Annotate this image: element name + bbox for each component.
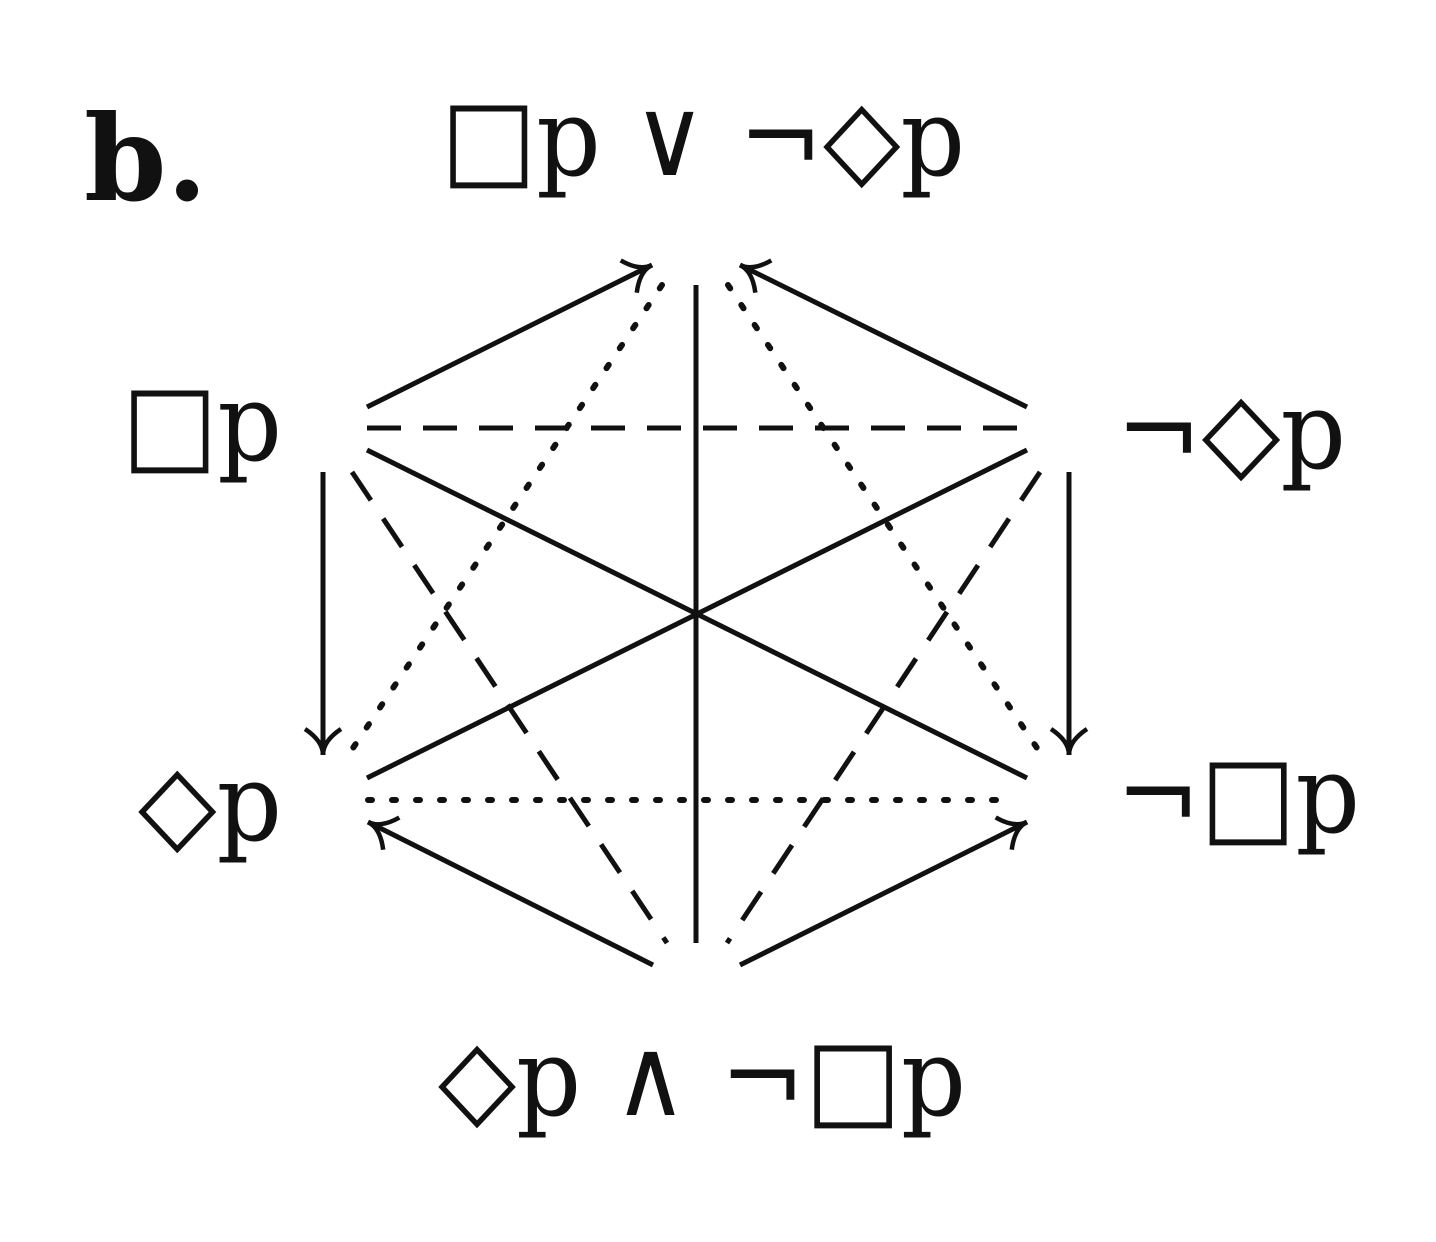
arrow-upper-right-to-top <box>738 258 1029 410</box>
node-bottom: ◇p ∧ ¬□p <box>438 1016 966 1141</box>
node-lower-left: ◇p <box>138 741 282 866</box>
node-upper-right: ¬◇p <box>1116 369 1346 494</box>
contrary-upper-left-bottom <box>349 470 670 945</box>
contrary-upper-right-bottom <box>724 470 1043 945</box>
arrow-bottom-to-lower-right <box>738 815 1029 968</box>
subcontrary-top-lower-left <box>342 282 665 763</box>
arrow-bottom-to-lower-left <box>366 815 655 968</box>
contradiction-upper-right-lower-left <box>365 447 1029 781</box>
panel-label: b. <box>84 89 208 228</box>
node-top: □p ∨ ¬◇p <box>441 76 965 201</box>
node-lower-right: ¬□p <box>1116 733 1360 858</box>
node-upper-left: □p <box>122 361 282 486</box>
subcontrary-top-lower-right <box>725 282 1048 763</box>
arrow-upper-left-to-top <box>365 258 654 410</box>
